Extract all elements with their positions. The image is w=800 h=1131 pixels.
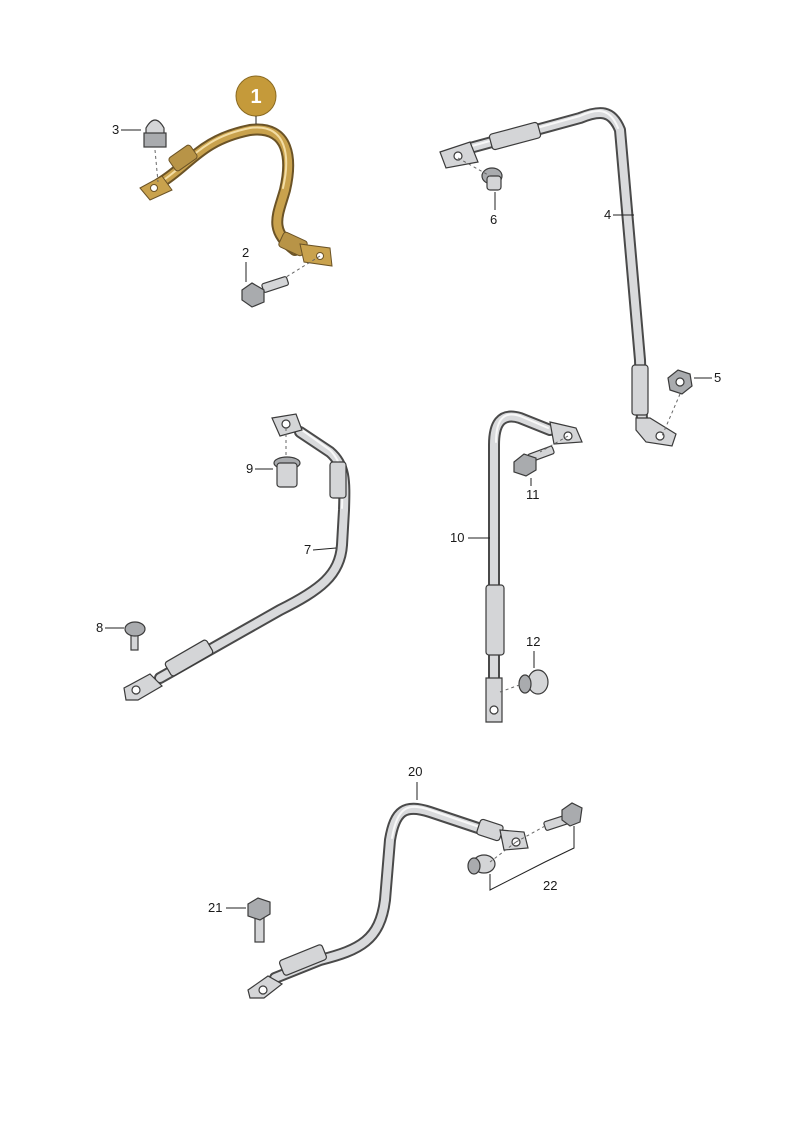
callout-9: 9 (246, 461, 253, 476)
hex-bolt-2[interactable] (241, 276, 289, 308)
part-1-badge-number: 1 (250, 86, 261, 108)
callout-2: 2 (242, 245, 249, 260)
callout-8: 8 (96, 620, 103, 635)
callout-10: 10 (450, 530, 464, 545)
grommet-6[interactable] (481, 167, 503, 191)
cap-nut-3[interactable] (143, 119, 167, 148)
torx-screw-8[interactable] (124, 621, 146, 651)
bracket-22 (489, 826, 575, 891)
callout-22: 22 (543, 878, 557, 893)
callout-5: 5 (714, 370, 721, 385)
insert-9[interactable] (273, 456, 301, 488)
callout-3: 3 (112, 122, 119, 137)
ground-strap-4[interactable] (439, 107, 677, 447)
bolt-set-22[interactable] (467, 802, 583, 875)
callout-21: 21 (208, 900, 222, 915)
part-1-badge[interactable]: 1 (235, 75, 277, 124)
ground-strap-20[interactable] (247, 802, 529, 999)
callout-11: 11 (526, 487, 540, 502)
ground-strap-1[interactable] (139, 123, 333, 267)
ground-strap-7[interactable] (123, 413, 351, 701)
callout-7: 7 (304, 542, 311, 557)
hex-nut-5[interactable] (667, 369, 693, 395)
grommet-12[interactable] (518, 669, 549, 695)
callout-6: 6 (490, 212, 497, 227)
callout-4: 4 (604, 207, 611, 222)
ground-strap-10[interactable] (485, 410, 583, 723)
leader-7 (312, 547, 337, 551)
hex-bolt-21[interactable] (247, 897, 271, 943)
torx-bolt-11[interactable] (513, 445, 555, 477)
callout-20: 20 (408, 764, 422, 779)
callout-12: 12 (526, 634, 540, 649)
